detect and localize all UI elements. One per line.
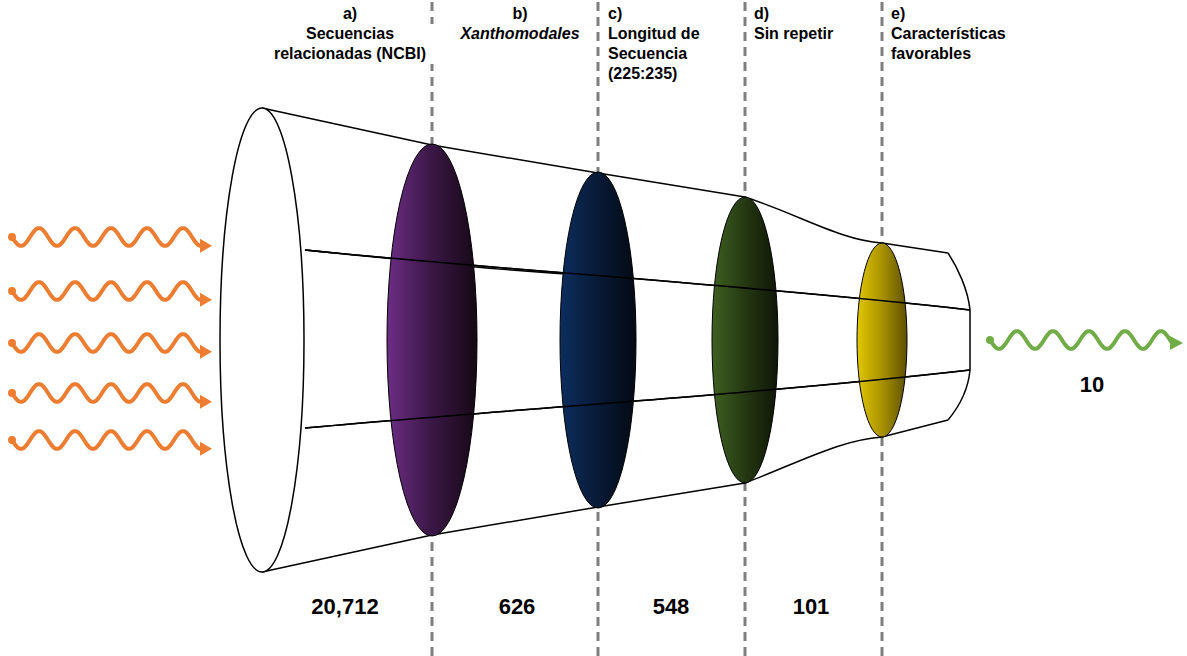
count-number: 20,712 xyxy=(285,594,405,620)
wave-arrow xyxy=(8,384,212,409)
wave-line xyxy=(12,228,202,246)
wave-head xyxy=(200,345,212,359)
wave-head xyxy=(200,395,212,409)
entry-ellipse xyxy=(220,108,304,572)
wave-arrow xyxy=(8,431,212,456)
wave-line xyxy=(990,331,1172,349)
count-number: 626 xyxy=(482,594,552,620)
filter-ellipse xyxy=(387,144,477,536)
wave-start-dot xyxy=(8,339,16,347)
funnel-lines-front xyxy=(305,250,970,428)
wave-head xyxy=(200,442,212,456)
funnel-end xyxy=(948,253,970,420)
waves xyxy=(8,228,1183,456)
step-title: Sin repetir xyxy=(752,24,872,44)
filter-ellipse xyxy=(857,243,907,437)
step-title: Secuencias relacionadas (NCBI) xyxy=(265,24,435,64)
filters xyxy=(387,144,907,536)
count-number: 101 xyxy=(776,594,846,620)
wave-start-dot xyxy=(8,389,16,397)
wave-start-dot xyxy=(8,233,16,241)
wave-arrow xyxy=(8,282,212,307)
wave-start-dot xyxy=(8,436,16,444)
step-letter: b) xyxy=(500,4,540,24)
filter-ellipse xyxy=(712,197,778,483)
funnel-body xyxy=(220,108,970,572)
step-letter: c) xyxy=(606,4,646,24)
count-number: 548 xyxy=(636,594,706,620)
step-title: Xanthomodales xyxy=(458,24,582,44)
wave-line xyxy=(12,334,202,352)
wave-line xyxy=(12,384,202,402)
wave-head xyxy=(1170,336,1183,350)
count-number: 10 xyxy=(1062,372,1122,398)
wave-start-dot xyxy=(986,336,994,344)
wave-head xyxy=(200,293,212,307)
wave-line xyxy=(12,431,202,449)
filter-ellipse xyxy=(560,172,636,508)
wave-arrow xyxy=(986,331,1183,350)
funnel-line xyxy=(305,250,970,310)
wave-line xyxy=(12,282,202,300)
step-letter: d) xyxy=(752,4,792,24)
wave-arrow xyxy=(8,228,212,253)
funnel-line xyxy=(305,370,970,428)
dashed-dividers xyxy=(432,2,882,656)
wave-start-dot xyxy=(8,287,16,295)
step-letter: a) xyxy=(320,4,380,24)
wave-arrow xyxy=(8,334,212,359)
wave-head xyxy=(200,239,212,253)
step-title: Longitud de Secuencia (225:235) xyxy=(606,24,718,84)
step-title: Características favorables xyxy=(889,24,1029,64)
step-letter: e) xyxy=(889,4,929,24)
